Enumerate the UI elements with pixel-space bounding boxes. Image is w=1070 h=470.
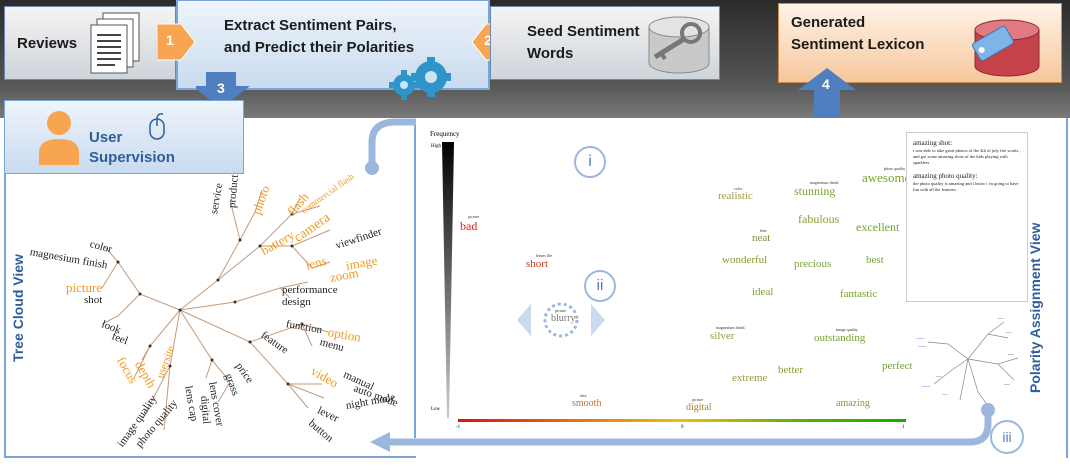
- seed-box: Seed Sentiment Words: [490, 6, 720, 80]
- x-tick-zero: 0: [681, 425, 684, 430]
- gears-icon: [389, 57, 451, 100]
- step-4-label: 4: [822, 76, 830, 92]
- marker-i: i: [574, 146, 606, 178]
- frequency-label: Frequency: [430, 130, 460, 138]
- pol-word[interactable]: fantastic: [840, 288, 878, 300]
- pol-word[interactable]: precious: [794, 258, 832, 270]
- marker-iii: iii: [990, 420, 1024, 454]
- review-panel: amazing shot: i was able to take great p…: [906, 132, 1028, 302]
- tree-word[interactable]: digital: [198, 395, 213, 425]
- pol-word-tag: image quality: [836, 327, 858, 332]
- svg-text:──: ──: [935, 374, 942, 379]
- pol-word-tag: magnesium finish: [716, 325, 745, 330]
- user-supervision-box: User Supervision: [4, 100, 244, 174]
- pol-word[interactable]: realistic: [718, 190, 753, 202]
- pol-word[interactable]: extreme: [732, 372, 768, 384]
- step-3-arrow: [196, 72, 250, 108]
- svg-text:──: ──: [941, 392, 948, 397]
- pol-word[interactable]: amazing: [836, 398, 870, 409]
- svg-text:──: ──: [1007, 352, 1014, 357]
- svg-text:──: ──: [1003, 382, 1010, 387]
- database-tag-icon: [972, 19, 1040, 77]
- tree-branches: [101, 189, 331, 431]
- mouse-icon: [149, 113, 165, 140]
- frequency-low: Low: [431, 407, 441, 412]
- frequency-wedge: [442, 142, 454, 418]
- pol-word-blurry[interactable]: blurry: [551, 313, 576, 324]
- user-icon: [39, 111, 79, 165]
- pol-word-blurry-tag: picture: [555, 308, 567, 313]
- pol-word[interactable]: ideal: [752, 286, 774, 298]
- pol-word-tag: picture: [692, 397, 704, 402]
- view-divider: [414, 120, 416, 438]
- pol-word[interactable]: perfect: [882, 360, 913, 372]
- reviews-box: Reviews: [4, 6, 176, 80]
- svg-text:───: ───: [917, 344, 927, 349]
- return-arrow-iii: [370, 403, 995, 452]
- step-3-label: 3: [217, 80, 225, 96]
- pol-word[interactable]: better: [778, 364, 804, 376]
- pol-word[interactable]: fabulous: [798, 212, 840, 226]
- x-tick-neg: -1: [456, 425, 461, 430]
- seed-title-line2: Words: [527, 45, 574, 62]
- svg-text:───: ───: [921, 384, 931, 389]
- pol-word-tag: lenses life: [536, 253, 553, 258]
- pol-word[interactable]: outstanding: [814, 332, 866, 344]
- lexicon-box: Generated Sentiment Lexicon: [778, 3, 1062, 83]
- reviews-label: Reviews: [17, 35, 78, 52]
- document-icon: [90, 12, 140, 74]
- tree-word[interactable]: performance: [282, 284, 338, 296]
- pol-word[interactable]: awesome: [862, 170, 911, 185]
- pol-word[interactable]: short: [526, 258, 548, 270]
- review-heading-1: amazing shot:: [913, 139, 953, 147]
- pol-word-tag: picture: [468, 214, 480, 219]
- review-text-1: i was able to take great photos of the 4…: [913, 148, 1021, 165]
- svg-text:──: ──: [1005, 330, 1012, 335]
- pol-word-tag: shot: [580, 393, 587, 398]
- extract-title-line2: and Predict their Polarities: [224, 39, 415, 56]
- user-label-line1: User: [89, 129, 123, 146]
- pol-word-tag: lens: [760, 228, 767, 233]
- review-heading-2: amazing photo quality:: [913, 172, 978, 180]
- lexicon-title-line1: Generated: [791, 14, 866, 31]
- drag-arrows-icon[interactable]: [515, 298, 607, 342]
- step-1-label: 1: [166, 32, 174, 48]
- right-border: [1066, 118, 1068, 458]
- tree-word[interactable]: shot: [84, 294, 103, 306]
- user-label-line2: Supervision: [89, 149, 175, 166]
- polarity-view-label: Polarity Assignment View: [1027, 222, 1043, 393]
- step-2-label: 2: [484, 32, 492, 48]
- extract-title-line1: Extract Sentiment Pairs,: [224, 17, 397, 34]
- pol-word[interactable]: wonderful: [722, 254, 768, 266]
- tree-word[interactable]: design: [282, 296, 311, 308]
- tree-word[interactable]: picture: [66, 280, 103, 295]
- step-1-arrow: [157, 23, 196, 61]
- tree-cloud-view: [4, 174, 416, 458]
- pol-word[interactable]: bad: [460, 219, 478, 233]
- svg-text:───: ───: [915, 336, 925, 341]
- pol-word[interactable]: neat: [752, 232, 771, 244]
- review-text-2: the photo quality is amazing and i know …: [913, 181, 1019, 192]
- x-tick-pos: 1: [902, 425, 905, 430]
- pol-word[interactable]: excellent: [856, 220, 900, 234]
- step-4-arrow: [798, 68, 856, 136]
- pol-word-tag: color: [734, 186, 743, 191]
- pol-word[interactable]: digital: [686, 402, 712, 413]
- pol-word[interactable]: best: [866, 254, 884, 266]
- tree-cloud-view-label: Tree Cloud View: [10, 254, 26, 362]
- pol-word-tag: magnesium finish: [810, 180, 839, 185]
- polarity-gradient-bar: [458, 419, 906, 422]
- pol-word-tag: photo quality: [884, 166, 906, 171]
- database-key-icon: [648, 16, 710, 74]
- marker-ii: ii: [584, 270, 616, 302]
- pol-word[interactable]: stunning: [794, 184, 836, 198]
- svg-text:──: ──: [997, 316, 1004, 321]
- polarity-scatter-area: [416, 118, 910, 438]
- seed-title-line1: Seed Sentiment: [527, 23, 640, 40]
- frequency-high: High: [431, 144, 441, 149]
- pol-word[interactable]: silver: [710, 330, 735, 342]
- lexicon-title-line2: Sentiment Lexicon: [791, 36, 925, 53]
- pol-word[interactable]: smooth: [572, 398, 602, 409]
